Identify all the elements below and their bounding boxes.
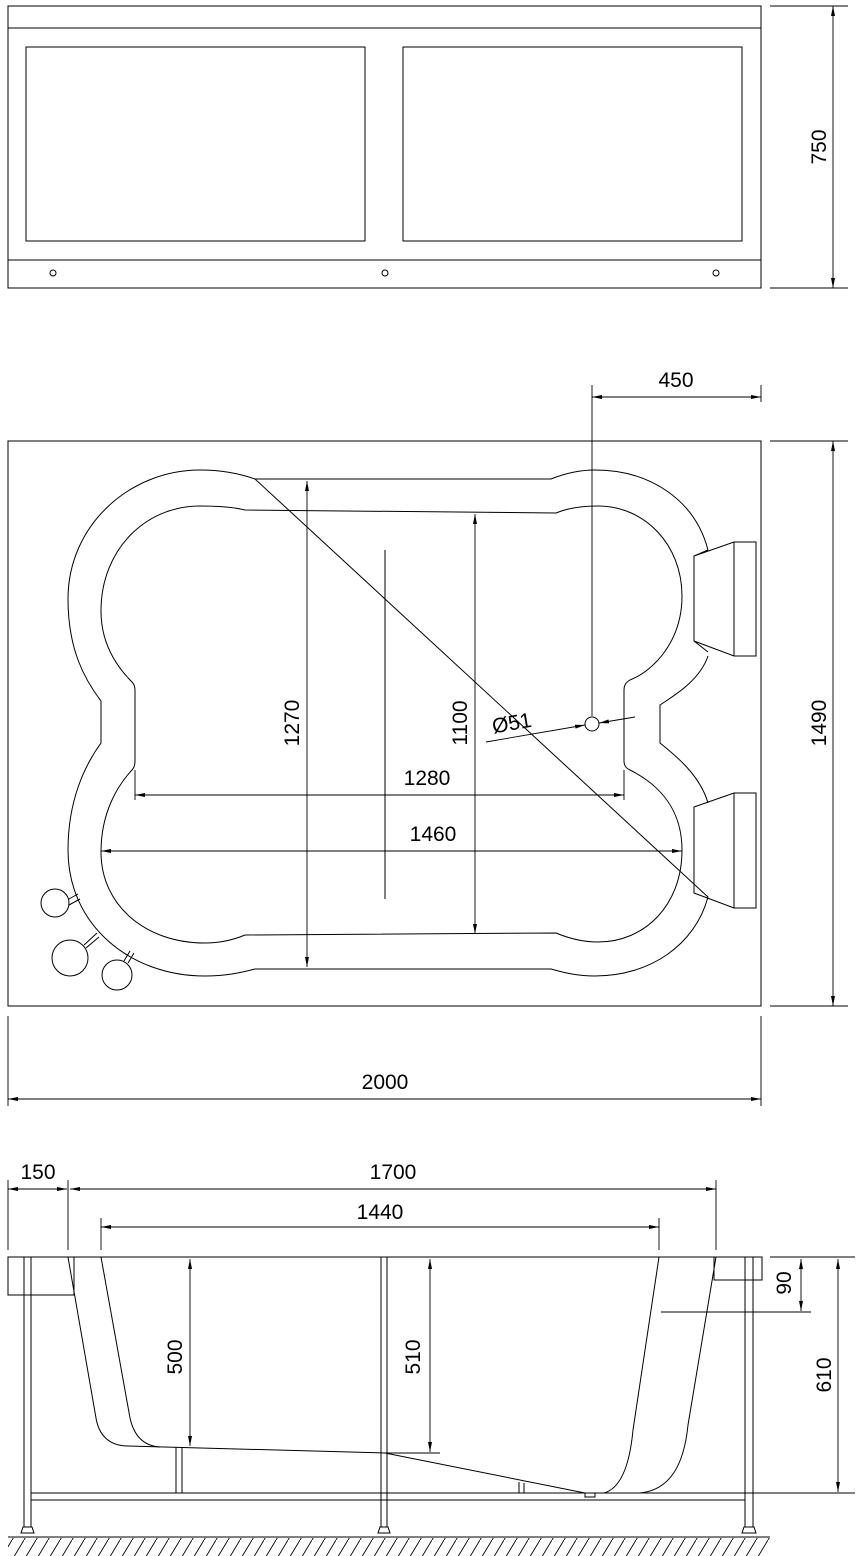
dimension-2000: 2000 [7, 1016, 762, 1106]
dimension-500: 500 [164, 1259, 192, 1446]
dimension-1100: 1100 [449, 514, 477, 934]
dimension-label: 1280 [404, 767, 451, 790]
dimension-label: Ø51 [490, 709, 533, 739]
dimension-label: 510 [402, 1339, 425, 1374]
screw-hole [712, 269, 720, 277]
ground [8, 1536, 770, 1556]
bowl-inner-profile [100, 1256, 660, 1494]
headrest-lower [693, 792, 757, 909]
dimension-1440: 1440 [100, 1201, 660, 1250]
screw-hole [381, 269, 389, 277]
control-knob-icon [51, 939, 89, 977]
control-knob-icon [101, 959, 133, 991]
dimension-150: 150 [7, 1161, 69, 1250]
dimension-label: 610 [813, 1357, 836, 1392]
dimension-label: 1270 [281, 700, 304, 747]
dimension-1460: 1460 [101, 823, 682, 853]
frame-rails [31, 1492, 855, 1501]
dimension-drain-diameter: Ø51 [485, 709, 636, 743]
dimension-450: 450 [591, 369, 762, 716]
dimension-1700: 1700 [70, 1161, 717, 1250]
support-legs [20, 1257, 757, 1534]
dimension-label: 1440 [357, 1201, 404, 1224]
bowl-inner-contour [100, 505, 683, 944]
control-knob-icon [40, 888, 70, 918]
dimension-label: 90 [773, 1271, 796, 1294]
dimension-750: 750 [770, 5, 848, 289]
front-panel-outline [7, 5, 762, 289]
bowl-outer-profile [67, 1256, 717, 1494]
rim-block-right [713, 1256, 763, 1281]
rim-block-left [7, 1256, 75, 1296]
dimension-label: 150 [20, 1161, 55, 1184]
front-panel-left-window [25, 46, 366, 242]
drain-outlet [584, 1492, 596, 1498]
dimension-610: 610 [813, 1259, 840, 1492]
dimension-label: 750 [808, 129, 831, 164]
dimension-label: 1490 [808, 700, 831, 747]
plan-view: 450 1490 2000 1270 1100 1280 [7, 369, 848, 1106]
front-panel-right-window [402, 46, 743, 242]
dimension-1490: 1490 [770, 440, 848, 1007]
dimension-label: 2000 [362, 1071, 409, 1094]
dimension-label: 450 [658, 369, 693, 392]
screw-hole [49, 269, 57, 277]
dimension-label: 1100 [449, 700, 472, 745]
bowl-outer-contour [67, 469, 709, 977]
bottom-supports [175, 1447, 525, 1493]
front-view: 750 [7, 5, 848, 289]
dimension-510: 510 [385, 1259, 440, 1454]
dimension-1280: 1280 [134, 767, 625, 800]
dimension-label: 500 [164, 1339, 187, 1374]
headrest-upper [693, 541, 757, 657]
control-knobs [40, 888, 135, 991]
drain-hole [584, 716, 600, 732]
dimension-1270: 1270 [281, 481, 309, 967]
side-view: 150 1700 1440 500 510 90 61 [7, 1161, 855, 1556]
dimension-90: 90 [661, 1259, 811, 1313]
tub-rim-outline [7, 440, 762, 1007]
dimension-label: 1700 [370, 1161, 417, 1184]
dimension-label: 1460 [410, 823, 457, 846]
